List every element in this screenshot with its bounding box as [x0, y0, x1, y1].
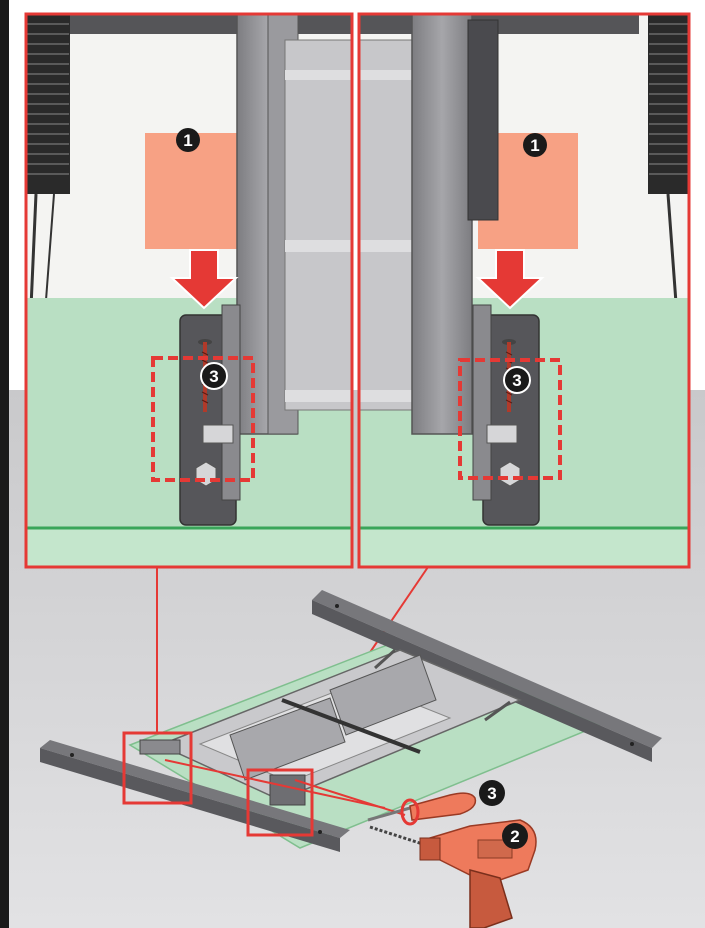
- zoom-panel-left: 1 3: [24, 12, 354, 569]
- left-border: [0, 0, 9, 928]
- step-marker-2-overview-label: 2: [510, 827, 519, 846]
- step-marker-2-overview: 2: [502, 823, 528, 849]
- step-marker-3: 3: [200, 362, 228, 390]
- step-marker-1: 1: [176, 128, 200, 152]
- frame-top-plate: [60, 14, 352, 34]
- arrow-down-icon: [475, 249, 545, 310]
- overview-highlight-left: [122, 731, 193, 805]
- drill-guide-lines: [164, 759, 406, 816]
- panel-right-frame: [357, 12, 691, 569]
- lifting-column: [236, 14, 352, 435]
- screwdriver-icon: [367, 792, 477, 826]
- step-marker-3-label: 3: [512, 371, 521, 390]
- detail-highlight-box: [458, 358, 562, 480]
- step-marker-3-overview-label: 3: [487, 784, 496, 803]
- detail-highlight-box: [151, 356, 255, 482]
- step-marker-3: 3: [503, 366, 531, 394]
- panel-left-frame: [24, 12, 354, 569]
- arrow-down-icon: [169, 249, 239, 310]
- frame-top-plate: [359, 14, 639, 34]
- step-marker-3-overview: 3: [479, 780, 505, 806]
- mounting-bracket: [179, 304, 241, 526]
- step-marker-3-label: 3: [209, 367, 218, 386]
- lifting-column: [359, 14, 499, 435]
- part-1-block: [145, 133, 245, 249]
- step-marker-1-label: 1: [183, 131, 192, 150]
- step-marker-1: 1: [523, 133, 547, 157]
- mounting-bracket: [472, 304, 540, 526]
- overview-highlight-right: [246, 768, 314, 837]
- step-marker-1-label: 1: [530, 136, 539, 155]
- zoom-panel-right: 1 3: [357, 12, 691, 569]
